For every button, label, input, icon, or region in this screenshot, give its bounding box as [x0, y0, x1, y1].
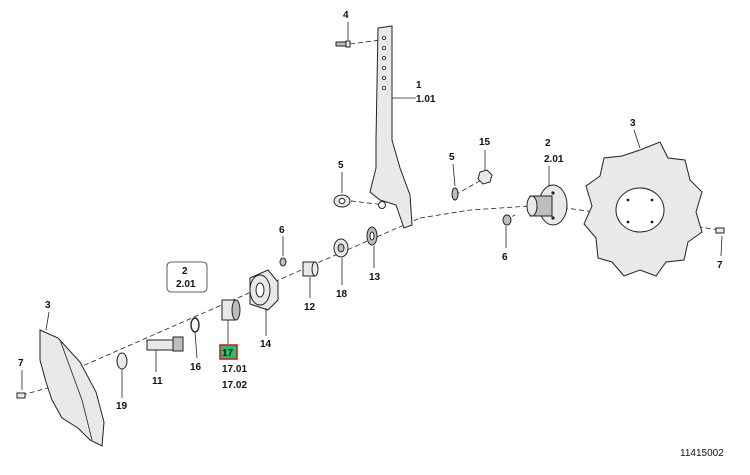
reference-box-2[interactable]: 2 2.01	[166, 261, 208, 293]
callout-3-left[interactable]: 3	[45, 300, 51, 311]
callout-11[interactable]: 11	[152, 376, 163, 387]
arm-axis-top	[342, 199, 386, 206]
callout-4[interactable]: 4	[343, 10, 349, 21]
ref-box-2-sub: 2.01	[176, 279, 196, 290]
assembly-axis	[61, 217, 421, 376]
part-1-arm	[369, 25, 413, 229]
callout-6-left[interactable]: 6	[279, 225, 285, 236]
callout-5-left[interactable]: 5	[338, 160, 344, 171]
part-2-hub-right	[526, 184, 568, 226]
callout-5-right[interactable]: 5	[449, 152, 455, 163]
bolt-axis-top	[341, 39, 382, 46]
callout-17: 17	[222, 348, 234, 359]
callout-17-highlight[interactable]: 17	[219, 344, 238, 360]
part-15-nut	[477, 169, 493, 185]
callout-7-left[interactable]: 7	[18, 358, 24, 369]
callout-15[interactable]: 15	[479, 137, 491, 148]
leader-lines	[21, 22, 723, 398]
callout-13[interactable]: 13	[369, 272, 381, 283]
callout-16[interactable]: 16	[190, 362, 202, 373]
part-17-bushing	[221, 299, 241, 321]
callout-1[interactable]: 1	[416, 80, 422, 91]
callout-1-sub[interactable]: 1.01	[416, 94, 436, 105]
callout-7-right[interactable]: 7	[717, 260, 723, 271]
callout-12[interactable]: 12	[304, 302, 316, 313]
callout-17-sub-2[interactable]: 17.02	[222, 380, 247, 391]
ref-box-2-label: 2	[182, 266, 188, 277]
part-14-flange	[249, 269, 279, 311]
callout-2-right-sub[interactable]: 2.01	[544, 154, 564, 165]
part-5-washer-right	[451, 187, 459, 201]
hub-axis-right	[419, 204, 721, 231]
part-3-disc-right	[583, 141, 703, 277]
part-13-bearing	[366, 226, 378, 246]
bolt-axis-left	[21, 387, 49, 396]
callout-6-right[interactable]: 6	[502, 252, 508, 263]
part-6-nut-right	[502, 214, 512, 226]
part-19-washer	[116, 352, 128, 370]
callout-17-sub-1[interactable]: 17.01	[222, 364, 247, 375]
callout-18[interactable]: 18	[336, 289, 348, 300]
drawing-number: 11415002	[680, 448, 724, 459]
callout-3-right[interactable]: 3	[630, 118, 636, 129]
part-18-seal	[333, 238, 349, 258]
part-11-axle	[146, 336, 184, 352]
part-4-bolt	[335, 40, 351, 48]
part-16-ring	[190, 317, 200, 333]
part-7-bolt-left	[16, 392, 26, 399]
part-12-spacer	[302, 261, 319, 277]
callout-2-right[interactable]: 2	[545, 138, 551, 149]
callout-14[interactable]: 14	[260, 339, 272, 350]
part-5-washer-left	[333, 194, 351, 208]
part-3-disc-left	[39, 329, 105, 447]
part-7-bolt-right	[715, 227, 725, 234]
part-6-nut-left	[279, 257, 287, 267]
callout-19[interactable]: 19	[116, 401, 128, 412]
